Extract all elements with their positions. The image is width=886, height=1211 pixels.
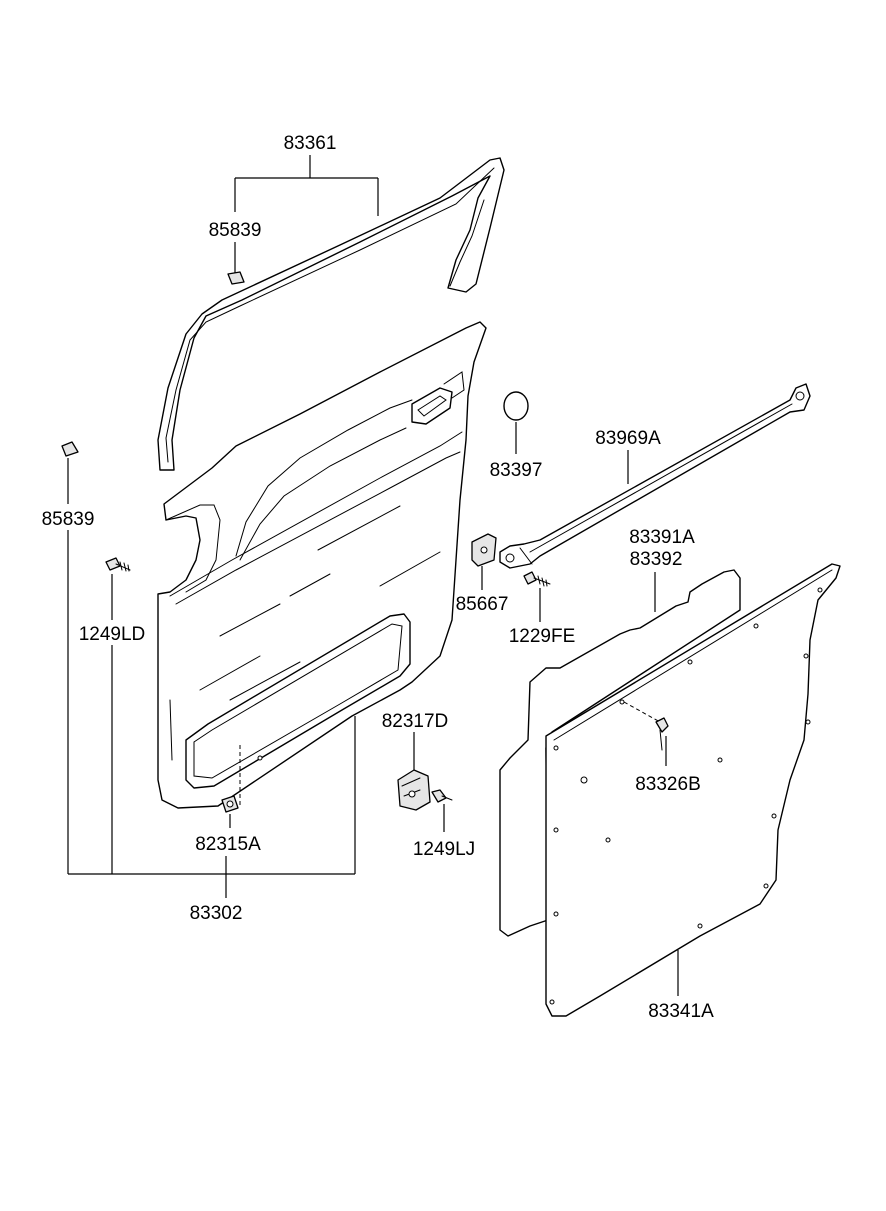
label-85839-top: 85839 <box>209 220 262 241</box>
label-83397: 83397 <box>490 460 543 481</box>
vapor-barrier-83391A <box>499 569 741 937</box>
door-trim-panel-83302 <box>157 321 487 809</box>
clip-83326B <box>623 701 669 766</box>
clip-82315A <box>221 745 241 828</box>
clip-85839-left <box>61 441 79 874</box>
leader-83361 <box>234 155 379 216</box>
label-85839-left: 85839 <box>42 509 95 530</box>
label-1249LJ: 1249LJ <box>413 839 475 860</box>
screw-1249LD <box>105 557 131 874</box>
plug-83397 <box>503 391 529 454</box>
label-85667: 85667 <box>456 594 509 615</box>
label-83969A: 83969A <box>595 428 661 449</box>
label-83361: 83361 <box>284 133 337 154</box>
label-82317D: 82317D <box>382 711 449 732</box>
label-1249LD: 1249LD <box>79 624 146 645</box>
label-83341A: 83341A <box>648 1001 714 1022</box>
label-83302: 83302 <box>190 903 243 924</box>
leader-83302 <box>68 716 356 898</box>
label-83391A: 83391A <box>629 527 695 548</box>
bracket-82317D <box>397 732 431 811</box>
label-1229FE: 1229FE <box>509 626 576 647</box>
label-83326B: 83326B <box>635 774 701 795</box>
label-83392: 83392 <box>630 549 683 570</box>
screw-1249LJ <box>431 789 453 832</box>
inner-panel-83341A <box>545 563 841 1017</box>
weatherstrip-83361 <box>157 157 505 471</box>
label-82315A: 82315A <box>195 834 261 855</box>
screw-1229FE <box>523 571 551 622</box>
bracket-85667 <box>471 533 497 590</box>
clip-85839-top <box>227 242 245 285</box>
check-rod-83969A <box>499 383 811 569</box>
